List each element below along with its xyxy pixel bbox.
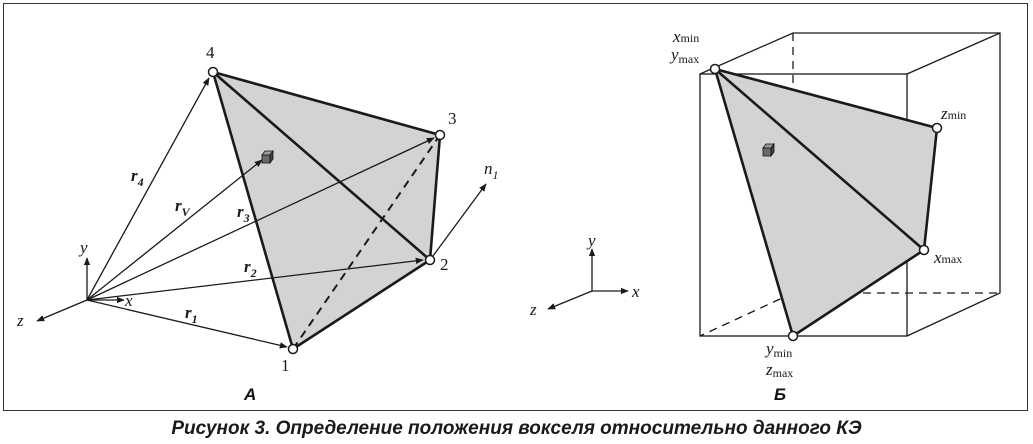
- edge-3-2: [428, 134, 442, 261]
- vector-label-rv: rV: [175, 196, 191, 219]
- label-bottom-2: zmax: [765, 360, 793, 380]
- label-top-left-2: ymax: [669, 45, 699, 66]
- edge-b-diagonal: [714, 68, 925, 251]
- axis-label-x-b: x: [631, 282, 640, 301]
- panel-b: y x z xmin ymax zmin xmax ymin zmax Б: [529, 27, 1001, 404]
- vertex-node-b-top: [709, 63, 721, 75]
- vector-label-r4: r4: [131, 166, 144, 189]
- figure-frame: [3, 3, 1028, 411]
- vertex-label-1: 1: [281, 356, 290, 375]
- normal-n1: [429, 183, 487, 261]
- tetrahedron-face-right: [213, 72, 440, 260]
- axis-label-x-a: x: [124, 291, 133, 310]
- vector-r1: [86, 299, 288, 349]
- label-top-left-1: xmin: [672, 27, 699, 46]
- label-right-lower: xmax: [933, 248, 962, 267]
- edge-4-1: [211, 71, 295, 350]
- panel-letter-b: Б: [774, 385, 786, 404]
- vector-label-r1: r1: [185, 303, 198, 326]
- axis-label-z-b: z: [529, 300, 537, 319]
- edge-b-right: [922, 127, 939, 251]
- vertex-node-b-bottom: [787, 330, 799, 342]
- tetrahedron-face-front: [213, 72, 430, 349]
- panel-a: 1 2 3 4 r1 r2 r3 r4 rV n1 y x z А: [16, 43, 499, 404]
- vertex-node-b-right-upper: [931, 122, 943, 134]
- vector-rv: [86, 159, 263, 301]
- vector-r3: [86, 137, 435, 301]
- vertex-node-4: [207, 66, 219, 78]
- vertex-node-3: [434, 129, 446, 141]
- edge-1-3-hidden: [292, 134, 441, 350]
- voxel-cube-a: [261, 149, 274, 165]
- voxel-cube-b: [762, 142, 775, 158]
- axis-z-b: [547, 290, 593, 310]
- vector-r4: [86, 77, 210, 301]
- normal-label-n1: n1: [484, 159, 499, 182]
- axis-z-a: [36, 299, 88, 322]
- panel-letter-a: А: [243, 385, 256, 404]
- edge-4-2: [212, 71, 431, 261]
- label-bottom-1: ymin: [764, 339, 792, 360]
- label-right-upper: zmin: [940, 104, 966, 123]
- edge-4-3: [212, 70, 441, 137]
- axis-label-y-a: y: [78, 238, 88, 257]
- vertex-label-2: 2: [440, 255, 449, 274]
- vector-label-r2: r2: [244, 257, 257, 280]
- vector-r2: [86, 257, 424, 301]
- vertex-label-3: 3: [448, 109, 457, 128]
- edge-b-top: [714, 67, 938, 130]
- tetrahedron-b-face-front: [715, 69, 924, 336]
- axis-label-z-a: z: [16, 311, 24, 330]
- vertex-node-2: [424, 254, 436, 266]
- edge-b-bottom: [792, 248, 925, 338]
- vertex-node-1: [287, 343, 299, 355]
- vertex-node-b-right-lower: [918, 244, 930, 256]
- vertex-label-4: 4: [206, 43, 215, 62]
- vector-label-r3: r3: [237, 202, 250, 225]
- bounding-box-hidden-diagonal: [699, 292, 794, 337]
- figure-caption: Рисунок 3. Определение положения вокселя…: [171, 418, 862, 439]
- axis-label-y-b: y: [586, 231, 596, 250]
- edge-1-2: [292, 258, 431, 351]
- bounding-box-edge-top: [906, 32, 1001, 75]
- edge-b-left: [713, 68, 795, 337]
- diagram: 1 2 3 4 r1 r2 r3 r4 rV n1 y x z А: [16, 27, 1001, 404]
